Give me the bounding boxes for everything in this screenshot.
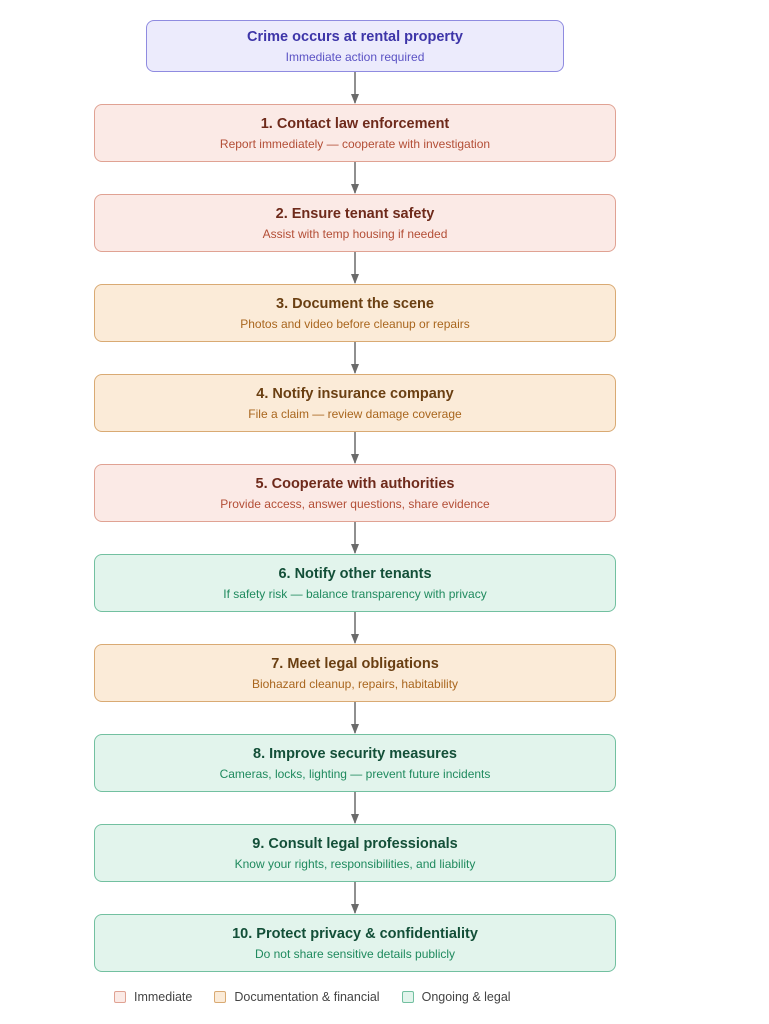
step-9-title: 9. Consult legal professionals bbox=[252, 835, 458, 852]
legend-swatch-immediate bbox=[114, 991, 126, 1003]
step-1-subtitle: Report immediately — cooperate with inve… bbox=[219, 136, 491, 151]
step-8-title: 8. Improve security measures bbox=[253, 745, 457, 762]
legend-swatch-documentation bbox=[214, 991, 227, 1003]
legend-item-immediate: Immediate bbox=[114, 990, 192, 1004]
step-3-subtitle: Photos and video before cleanup or repai… bbox=[240, 316, 470, 331]
step-6-subtitle: If safety risk — balance transparency wi… bbox=[223, 586, 487, 601]
step-node-3: 3. Document the scene Photos and video b… bbox=[94, 284, 616, 342]
step-node-5: 5. Cooperate with authorities Provide ac… bbox=[94, 464, 616, 522]
legend-label-documentation: Documentation & financial bbox=[234, 990, 380, 1004]
start-node-subtitle: Immediate action required bbox=[285, 49, 425, 64]
step-8-subtitle: Cameras, locks, lighting — prevent futur… bbox=[219, 766, 491, 781]
legend-label-immediate: Immediate bbox=[134, 990, 193, 1004]
step-5-subtitle: Provide access, answer questions, share … bbox=[220, 496, 490, 511]
start-node-title: Crime occurs at rental property bbox=[247, 28, 463, 45]
step-7-title: 7. Meet legal obligations bbox=[271, 655, 439, 672]
step-node-4: 4. Notify insurance company File a claim… bbox=[94, 374, 616, 432]
step-node-1: 1. Contact law enforcement Report immedi… bbox=[94, 104, 616, 162]
step-9-subtitle: Know your rights, responsibilities, and … bbox=[234, 856, 476, 871]
step-node-8: 8. Improve security measures Cameras, lo… bbox=[94, 734, 616, 792]
step-10-subtitle: Do not share sensitive details publicly bbox=[254, 946, 456, 961]
step-node-9: 9. Consult legal professionals Know your… bbox=[94, 824, 616, 882]
legend-item-documentation: Documentation & financial bbox=[214, 990, 380, 1004]
step-5-title: 5. Cooperate with authorities bbox=[255, 475, 455, 492]
legend-swatch-ongoing bbox=[401, 991, 414, 1003]
step-node-6: 6. Notify other tenants If safety risk —… bbox=[94, 554, 616, 612]
legend-item-ongoing: Ongoing & legal bbox=[401, 990, 511, 1004]
step-4-title: 4. Notify insurance company bbox=[256, 385, 454, 402]
step-2-subtitle: Assist with temp housing if needed bbox=[262, 226, 448, 241]
step-1-title: 1. Contact law enforcement bbox=[260, 115, 450, 132]
start-node: Crime occurs at rental property Immediat… bbox=[146, 20, 564, 72]
step-7-subtitle: Biohazard cleanup, repairs, habitability bbox=[251, 676, 459, 691]
step-node-2: 2. Ensure tenant safety Assist with temp… bbox=[94, 194, 616, 252]
legend: Immediate Documentation & financial Ongo… bbox=[114, 990, 533, 1004]
step-3-title: 3. Document the scene bbox=[276, 295, 434, 312]
step-10-title: 10. Protect privacy & confidentiality bbox=[232, 925, 478, 942]
step-node-10: 10. Protect privacy & confidentiality Do… bbox=[94, 914, 616, 972]
step-node-7: 7. Meet legal obligations Biohazard clea… bbox=[94, 644, 616, 702]
step-4-subtitle: File a claim — review damage coverage bbox=[248, 406, 462, 421]
step-6-title: 6. Notify other tenants bbox=[278, 565, 432, 582]
step-2-title: 2. Ensure tenant safety bbox=[275, 205, 435, 222]
legend-label-ongoing: Ongoing & legal bbox=[421, 990, 511, 1004]
